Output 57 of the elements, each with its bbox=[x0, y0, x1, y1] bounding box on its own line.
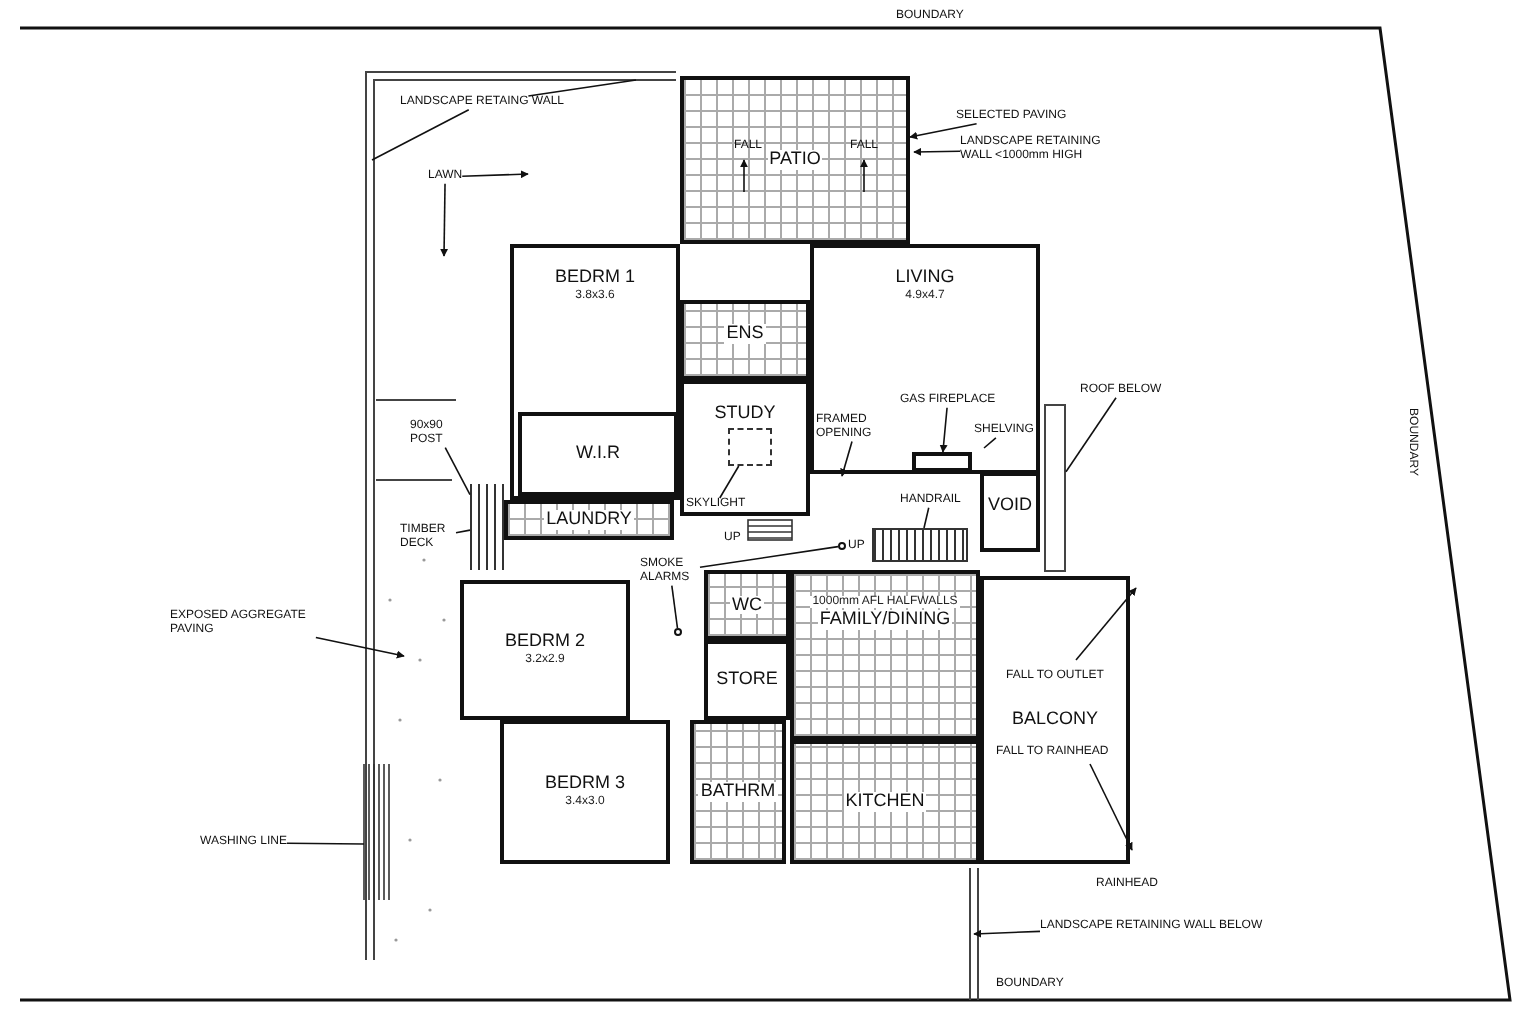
room-label: STORE bbox=[714, 670, 780, 690]
room-outline bbox=[810, 244, 1040, 474]
tiled-room-outline bbox=[690, 720, 786, 864]
leader-line bbox=[671, 584, 679, 629]
leader-line bbox=[983, 436, 997, 449]
fireplace-symbol bbox=[912, 452, 972, 472]
room-outline bbox=[704, 640, 790, 720]
roof-outline bbox=[1044, 404, 1066, 572]
room-outline bbox=[980, 576, 1130, 864]
tiled-room-outline bbox=[704, 570, 790, 640]
leader-line bbox=[718, 465, 740, 499]
tiled-room-outline bbox=[680, 300, 810, 380]
room-label: BEDRM 3 bbox=[542, 774, 627, 794]
leader-line bbox=[371, 109, 470, 161]
room-label: BATHRM bbox=[698, 782, 778, 802]
room-label: WC bbox=[730, 595, 764, 615]
tiled-room-outline bbox=[504, 500, 674, 540]
leader-line bbox=[923, 506, 930, 529]
room-label: FAMILY/DINING bbox=[817, 610, 953, 630]
room-outline bbox=[510, 244, 680, 500]
room-outline bbox=[460, 580, 630, 720]
room-label: BEDRM 1 bbox=[552, 268, 637, 288]
leader-line bbox=[461, 170, 529, 179]
tiled-room-outline bbox=[680, 76, 910, 244]
leader-line bbox=[286, 842, 365, 845]
room-label: KITCHEN bbox=[843, 792, 927, 812]
leader-line bbox=[440, 183, 449, 257]
smoke-alarm-symbol bbox=[838, 542, 846, 550]
staircase-drawing bbox=[872, 528, 968, 562]
leader-line bbox=[913, 147, 961, 156]
room-label: LAUNDRY bbox=[544, 510, 634, 530]
leader-line bbox=[444, 446, 471, 496]
tiled-room-outline bbox=[790, 570, 980, 740]
skylight-outline bbox=[728, 428, 772, 466]
leader-line bbox=[939, 406, 948, 453]
room-label: W.I.R bbox=[574, 444, 622, 464]
leader-line bbox=[840, 440, 853, 477]
room-label: BEDRM 2 bbox=[502, 632, 587, 652]
leader-line bbox=[973, 929, 1041, 938]
leader-line bbox=[909, 123, 978, 140]
leader-line bbox=[699, 545, 839, 569]
leader-line bbox=[315, 636, 405, 659]
room-label: ENS bbox=[724, 324, 766, 344]
leader-line bbox=[527, 79, 637, 97]
room-outline bbox=[680, 380, 810, 516]
room-label: VOID bbox=[985, 496, 1034, 516]
leader-line bbox=[455, 529, 471, 534]
room-outline bbox=[980, 472, 1040, 552]
smoke-alarm-symbol bbox=[674, 628, 682, 636]
room-label: STUDY bbox=[712, 404, 778, 424]
tiled-room-outline bbox=[790, 740, 980, 864]
room-outline bbox=[518, 412, 678, 496]
room-label: LIVING bbox=[893, 268, 957, 288]
leader-line bbox=[1065, 396, 1117, 473]
room-outline bbox=[500, 720, 670, 864]
room-label: BALCONY bbox=[1009, 710, 1100, 730]
room-label: PATIO bbox=[767, 150, 823, 170]
